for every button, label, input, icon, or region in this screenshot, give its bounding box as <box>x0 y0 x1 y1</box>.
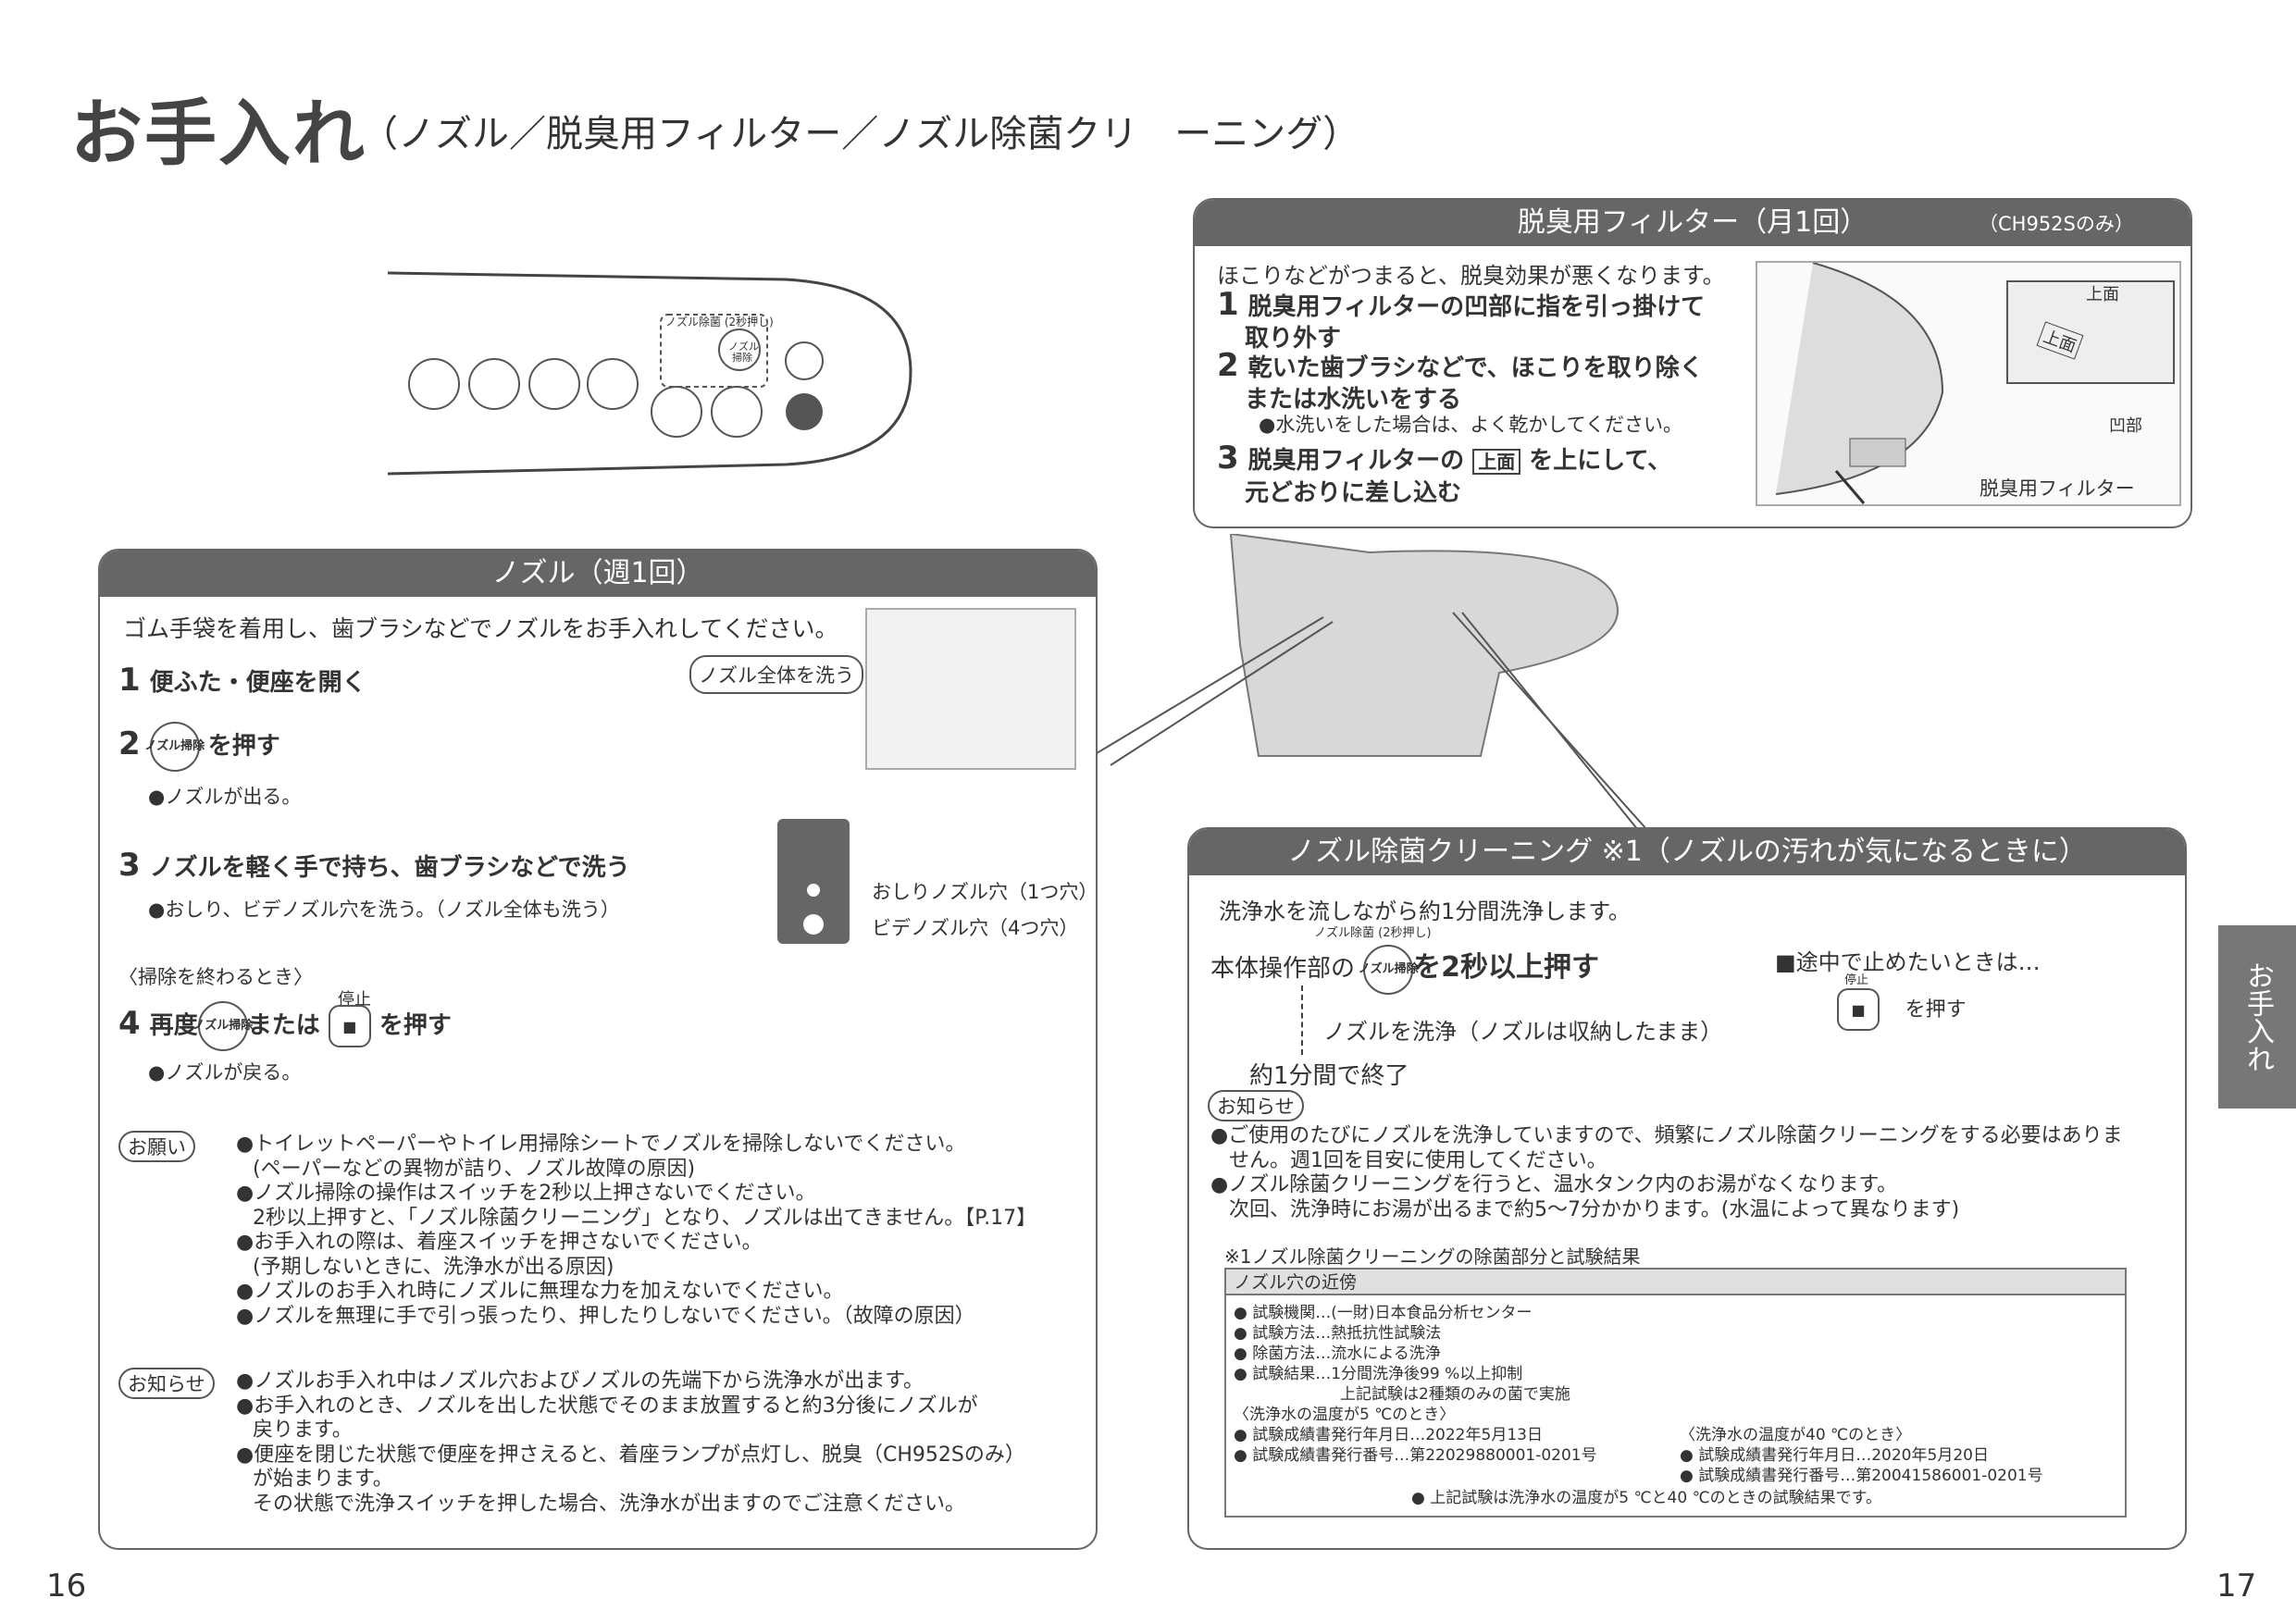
filter-note: ●水洗いをした場合は、よく乾かしてください。 <box>1259 414 1683 436</box>
stop-button-icon: ■ <box>328 1005 371 1047</box>
nozzle-clean-button-icon: ノズル掃除 <box>192 1001 253 1051</box>
step4-note: ●ノズルが戻る。 <box>148 1061 302 1084</box>
page-number-right: 17 <box>2216 1567 2257 1604</box>
stop-midway-title: ■途中で止めたいときは… <box>1775 949 2041 975</box>
cleaning-intro: 洗浄水を流しながら約1分間洗浄します。 <box>1219 898 1631 924</box>
step3-note: ●おしり、ビデノズル穴を洗う。（ノズル全体も洗う） <box>148 898 620 921</box>
bidet-hole-label: ビデノズル穴（4つ穴） <box>872 917 1079 939</box>
side-tab: お手入れ <box>2218 925 2296 1109</box>
svg-text:掃除: 掃除 <box>732 351 752 364</box>
stop-instruction: ■ を押す <box>1837 988 1967 1031</box>
nozzle-tip-illustration <box>777 819 850 944</box>
stop-button-icon: ■ <box>1837 988 1880 1031</box>
nozzle-header: ノズル（週1回） <box>100 551 1096 597</box>
page-number-left: 16 <box>46 1567 87 1604</box>
filter-header: 脱臭用フィルター（月1回） <box>1195 200 2191 246</box>
page-title: お手入れ <box>70 93 367 176</box>
remote-control-illustration: ノズル除菌 (2秒押し) ノズル掃除 <box>388 271 912 476</box>
test-results-box: ノズル穴の近傍 ● 試験機関…(一財)日本食品分析センター● 試験方法…熱抵抗性… <box>1224 1268 2127 1518</box>
page-subtitle: （ノズル／脱臭用フィルター／ノズル除菌クリ ーニング） <box>361 113 1360 155</box>
nozzle-clean-button-icon: ノズル掃除 <box>1359 944 1419 995</box>
cleaning-notice-tag: お知らせ <box>1208 1090 1304 1121</box>
flow-step-2: 約1分間で終了 <box>1249 1062 1409 1090</box>
callout-wash-all: ノズル全体を洗う <box>689 655 863 694</box>
test-summary: ● 上記試験は洗浄水の温度が5 ℃と40 ℃のときの試験結果です。 <box>1411 1489 1881 1507</box>
cleaning-header: ノズル除菌クリーニング ※1（ノズルの汚れが気になるときに） <box>1189 829 2185 875</box>
oshiri-hole-label: おしりノズル穴（1つ穴） <box>872 881 1098 903</box>
model-note: （CH952Sのみ） <box>1979 213 2134 235</box>
svg-text:ノズル除菌 (2秒押し): ノズル除菌 (2秒押し) <box>665 315 774 328</box>
nozzle-notice-list: ●ノズルお手入れ中はノズル穴およびノズルの先端下から洗浄水が出ます。●お手入れの… <box>236 1369 1025 1516</box>
stop-caption: 停止 <box>1844 973 1869 987</box>
flow-arrow <box>1301 985 1303 1055</box>
button-caption: ノズル除菌 (2秒押し) <box>1314 926 1432 940</box>
end-label: 〈掃除を終わるとき〉 <box>118 966 313 988</box>
request-tag: お願い <box>118 1131 195 1162</box>
svg-text:ノズル: ノズル <box>728 340 759 353</box>
test-results-header: ノズル穴の近傍 <box>1226 1270 2125 1295</box>
toilet-illustration <box>1092 534 1647 830</box>
test-details: ● 試験機関…(一財)日本食品分析センター● 試験方法…熱抵抗性試験法● 除菌方… <box>1234 1304 1597 1465</box>
stop-caption: 停止 <box>338 990 371 1010</box>
nozzle-intro: ゴム手袋を着用し、歯ブラシなどでノズルをお手入れしてください。 <box>123 615 838 642</box>
cleaning-notice-list: ●ご使用のたびにノズルを洗浄していますので、頻繁にノズル除菌クリーニングをする必… <box>1210 1124 2123 1221</box>
cleaning-operation: 本体操作部の ノズル掃除を2秒以上押す <box>1210 944 1599 995</box>
request-list: ●トイレットペーパーやトイレ用掃除シートでノズルを掃除しないでください。(ペーパ… <box>236 1133 1037 1328</box>
test-details-40c: 〈洗浄水の温度が40 ℃のとき〉● 試験成績書発行年月日…2020年5月20日●… <box>1680 1426 2043 1485</box>
step2-note: ●ノズルが出る。 <box>148 786 302 808</box>
notice-tag: お知らせ <box>118 1368 215 1399</box>
filter-illustration: 上面 上面 凹部 脱臭用フィルター <box>1756 261 2181 506</box>
nozzle-sterilize-section: ノズル除菌クリーニング ※1（ノズルの汚れが気になるときに） <box>1187 827 2187 1550</box>
flow-step-1: ノズルを洗浄（ノズルは収納したまま） <box>1323 1019 1723 1045</box>
nozzle-cleaning-illustration <box>865 608 1076 770</box>
nozzle-clean-button-icon: ノズル掃除 <box>144 722 205 772</box>
footnote: ※1ノズル除菌クリーニングの除菌部分と試験結果 <box>1224 1245 1641 1268</box>
filter-intro: ほこりなどがつまると、脱臭効果が悪くなります。 <box>1217 263 1725 289</box>
